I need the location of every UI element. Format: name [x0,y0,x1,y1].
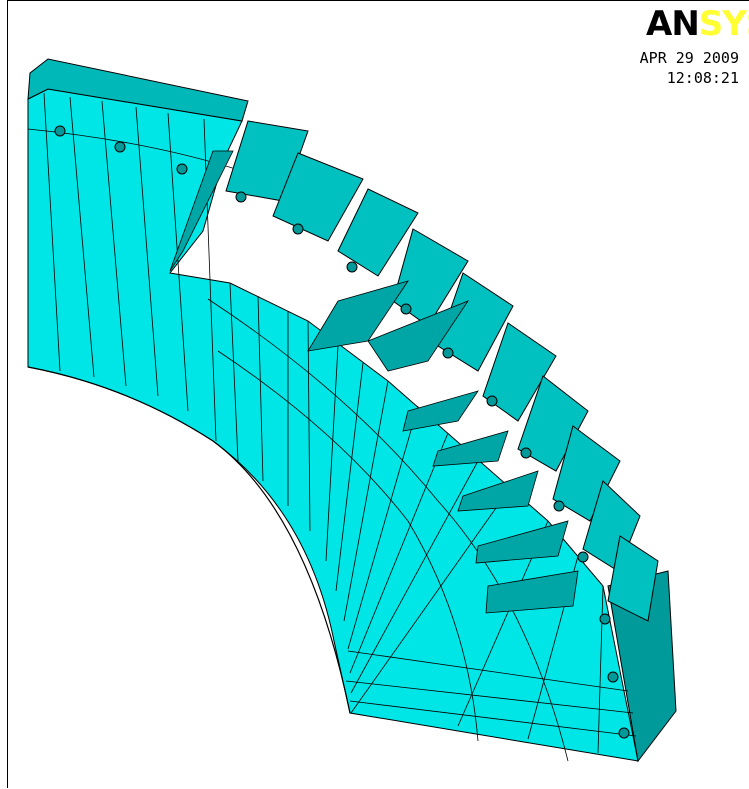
ansys-logo: ANSYS [646,7,749,41]
date-stamp: APR 29 2009 [639,49,739,67]
stator-teeth [225,120,659,622]
bore-arc [27,366,351,714]
ansys-graphics-viewport[interactable]: ANSYS APR 29 2009 12:08:21 [7,0,749,788]
arc-edges [27,128,637,762]
bolt-holes [54,125,630,739]
outer-band [27,58,249,122]
logo-sys-text: SYS [698,7,749,41]
stator-slots [169,150,579,614]
logo-an-text: AN [646,7,700,41]
time-stamp: 12:08:21 [666,69,739,87]
stator-core-model[interactable] [8,1,749,789]
